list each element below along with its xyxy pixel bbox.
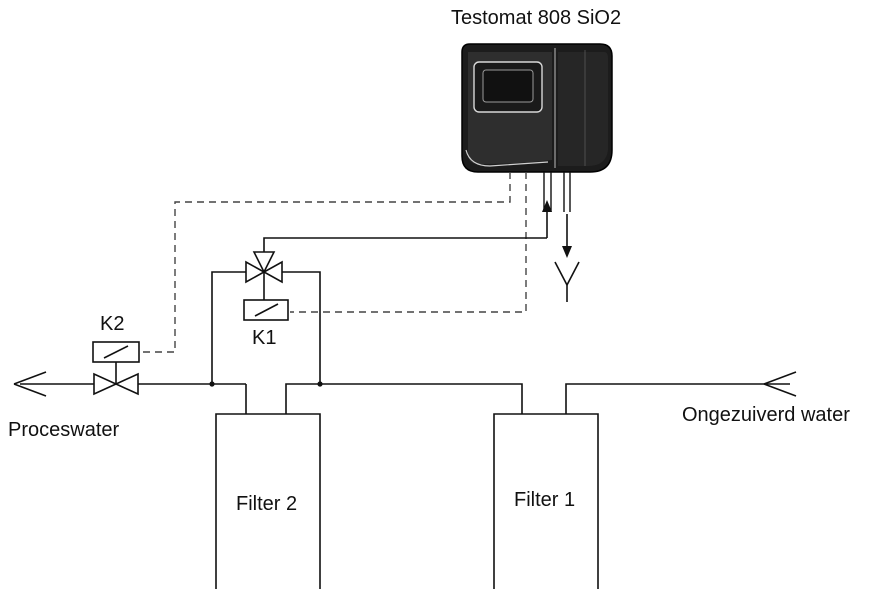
filter-1-label: Filter 1	[514, 489, 576, 511]
drain-icon	[554, 261, 580, 302]
proceswater-arrow-icon	[13, 371, 47, 397]
outlet-arrow-icon	[562, 246, 572, 258]
valve-k1-label: K1	[252, 327, 277, 349]
filter-2-label: Filter 2	[236, 493, 298, 515]
filter-2-tank	[215, 413, 321, 589]
ongezuiverd-label: Ongezuiverd water	[682, 404, 850, 426]
signal-line-k2	[140, 172, 511, 353]
valve-k2-label: K2	[100, 313, 125, 335]
signal-line-k1	[290, 172, 527, 313]
two-way-solenoid-valve-icon	[92, 341, 140, 396]
three-way-solenoid-valve-icon	[243, 251, 289, 321]
ongezuiverd-arrow-icon	[763, 371, 797, 397]
proceswater-label: Proceswater	[8, 419, 120, 441]
device-title: Testomat 808 SiO2	[451, 7, 622, 29]
filter-1-tank	[493, 413, 599, 589]
testomat-device-icon	[461, 43, 613, 173]
inlet-arrow-icon	[542, 200, 552, 212]
